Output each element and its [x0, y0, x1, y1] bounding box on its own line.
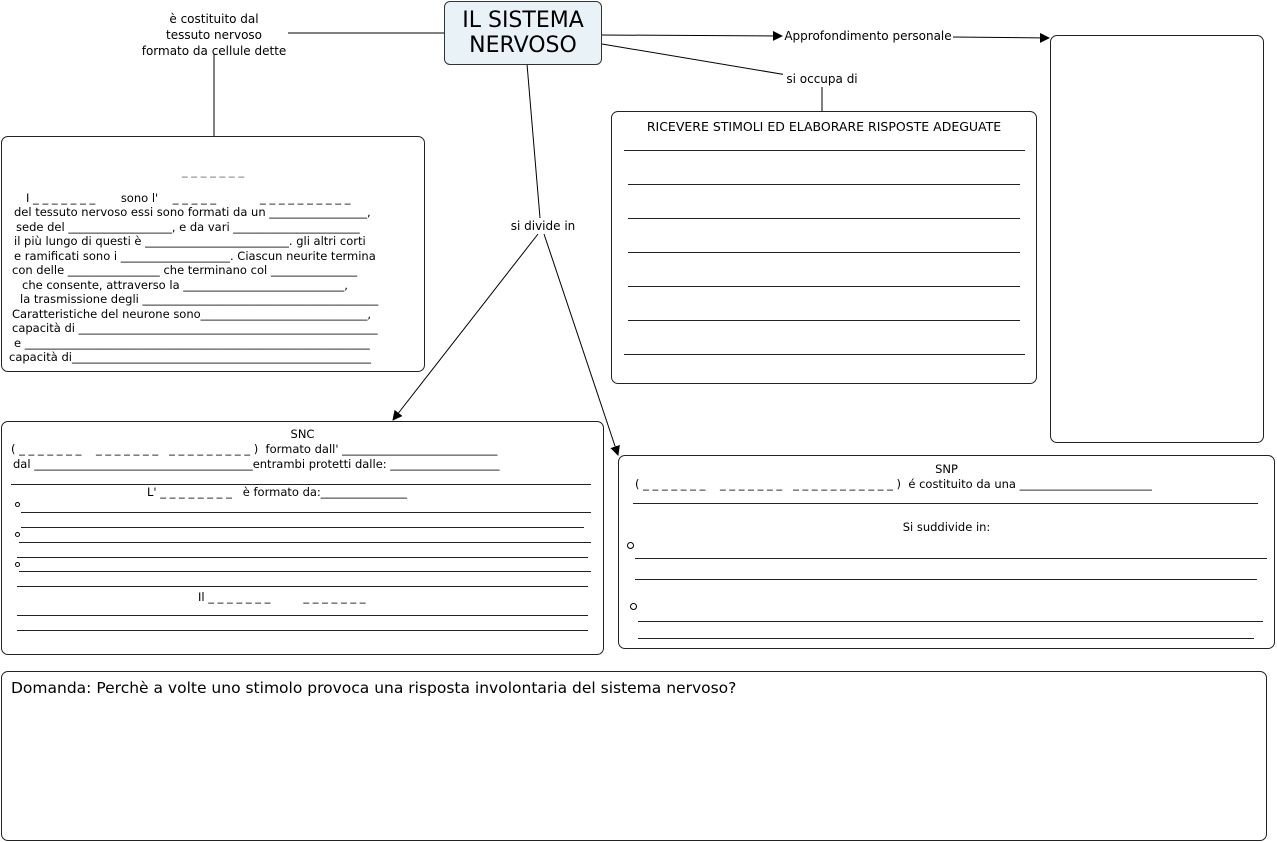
link-central-to-personal-label	[601, 30, 783, 41]
neuron-line-9: Caratteristiche del neurone sono________…	[12, 307, 372, 321]
answer-line	[638, 638, 1254, 639]
neuron-line-1: I _ _ _ _ _ _ _ sono l' _ _ _ _ _ _ _ _ …	[26, 191, 351, 205]
link-label-occupies: si occupa di	[783, 71, 861, 87]
stimuli-box[interactable]: RICEVERE STIMOLI ED ELABORARE RISPOSTE A…	[611, 111, 1037, 384]
answer-line	[628, 320, 1020, 321]
neuron-box[interactable]: _ _ _ _ _ _ _ I _ _ _ _ _ _ _ sono l' _ …	[1, 136, 425, 372]
question-text: Domanda: Perchè a volte uno stimolo prov…	[11, 679, 737, 697]
bullet-icon	[627, 542, 634, 549]
snp-title: SNP	[935, 462, 958, 476]
question-box[interactable]: Domanda: Perchè a volte uno stimolo prov…	[1, 671, 1267, 841]
neuron-line-6: con delle ________________ che terminano…	[12, 263, 358, 277]
answer-line	[17, 586, 588, 587]
snp-line-1: ( _ _ _ _ _ _ _ _ _ _ _ _ _ _ _ _ _ _ _ …	[635, 477, 1152, 491]
answer-line	[638, 621, 1263, 622]
snc-line-il: Il _ _ _ _ _ _ _ _ _ _ _ _ _ _	[198, 590, 366, 604]
link-divides-to-snp	[543, 233, 620, 456]
answer-line	[11, 484, 591, 485]
bullet-icon	[630, 603, 637, 610]
bullet-icon	[15, 532, 20, 537]
link-label-divides: si divide in	[505, 218, 581, 234]
neuron-line-8: la trasmissione degli __________________…	[20, 292, 379, 306]
bullet-icon	[15, 562, 20, 567]
snc-box[interactable]: SNC ( _ _ _ _ _ _ _ _ _ _ _ _ _ _ _ _ _ …	[1, 421, 604, 655]
neuron-line-2: del tessuto nervoso essi sono formati da…	[14, 205, 371, 219]
neuron-heading: _ _ _ _ _ _ _	[181, 164, 245, 178]
link-label-personal: Approfondimento personale	[783, 28, 953, 44]
neuron-line-3: sede del __________________, e da vari _…	[16, 220, 360, 234]
answer-line	[628, 218, 1020, 219]
snc-line-2: dal ____________________________________…	[13, 457, 500, 471]
neuron-line-4: il più lungo di questi è _______________…	[14, 234, 366, 248]
neuron-line-12: capacità di_____________________________…	[9, 350, 371, 364]
answer-line	[21, 527, 584, 528]
link-central-to-divides-label	[526, 63, 541, 219]
answer-line	[17, 557, 588, 558]
snc-line-1: ( _ _ _ _ _ _ _ _ _ _ _ _ _ _ _ _ _ _ _ …	[11, 442, 498, 456]
answer-line	[628, 252, 1020, 253]
link-label-tissue: è costituito dal tessuto nervoso formato…	[141, 12, 287, 58]
central-title-line2: NERVOSO	[469, 33, 577, 58]
answer-line	[628, 286, 1020, 287]
answer-line	[19, 571, 591, 572]
snc-title: SNC	[290, 427, 315, 441]
neuron-line-5: e ramificati sono i ___________________.…	[14, 249, 376, 263]
answer-line	[21, 512, 591, 513]
link-central-to-occupies-label	[601, 43, 788, 76]
answer-line	[17, 615, 588, 616]
link-personal-label-to-personal-box	[951, 32, 1050, 43]
answer-line	[19, 542, 591, 543]
neuron-line-7: che consente, attraverso la ____________…	[22, 278, 348, 292]
personal-study-box[interactable]	[1050, 35, 1264, 443]
snc-line-4: L' _ _ _ _ _ _ _ _ è formato da:________…	[147, 485, 408, 499]
answer-line	[17, 630, 588, 631]
answer-line	[624, 150, 1025, 151]
neuron-line-10: capacità di ____________________________…	[12, 321, 378, 335]
central-node[interactable]: IL SISTEMA NERVOSO	[444, 1, 602, 65]
answer-line	[628, 184, 1020, 185]
bullet-icon	[15, 502, 20, 507]
snp-subdivides: Si suddivide in:	[902, 520, 991, 534]
answer-line	[624, 354, 1025, 355]
stimuli-title: RICEVERE STIMOLI ED ELABORARE RISPOSTE A…	[646, 119, 1002, 134]
answer-line	[633, 503, 1258, 504]
snp-box[interactable]: SNP ( _ _ _ _ _ _ _ _ _ _ _ _ _ _ _ _ _ …	[618, 455, 1275, 649]
neuron-line-11: e ______________________________________…	[14, 336, 370, 350]
answer-line	[635, 558, 1267, 559]
link-divides-to-snc	[392, 233, 539, 421]
central-title-line1: IL SISTEMA	[462, 8, 584, 33]
answer-line	[635, 579, 1257, 580]
